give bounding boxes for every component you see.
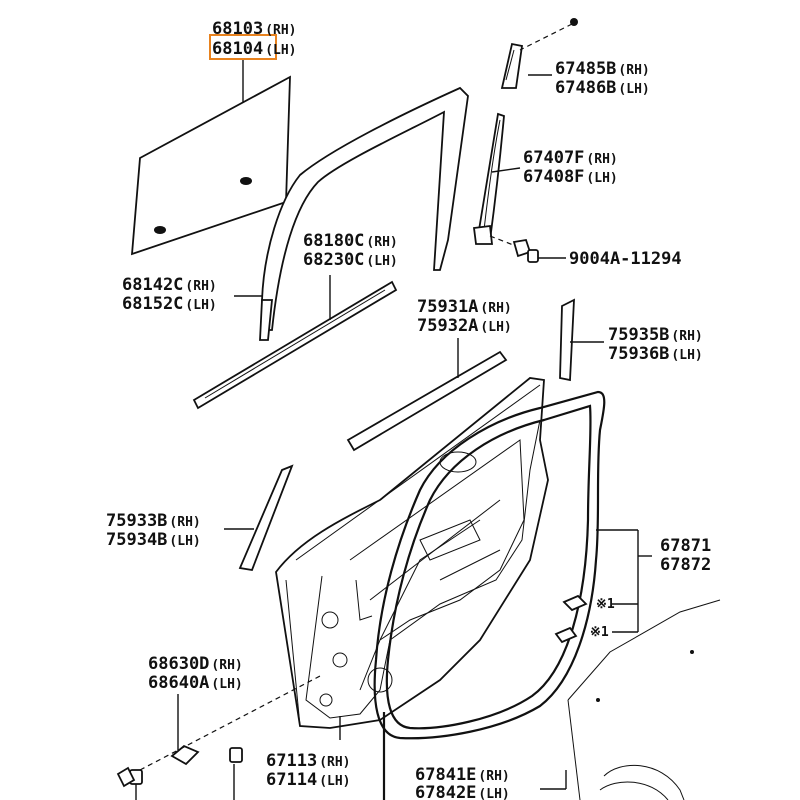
corner-cover[interactable]: [500, 42, 524, 89]
callout-belt-lh[interactable]: 75932A(LH): [417, 316, 512, 336]
callout-bolt[interactable]: 9004A-11294: [569, 249, 682, 269]
belt-weatherstrip[interactable]: [192, 280, 398, 410]
leader-hinge-dash: [139, 675, 321, 771]
leader-sash: [491, 167, 521, 173]
callout-hinge-rh[interactable]: 68630D(RH): [148, 654, 243, 674]
door-weatherstrip[interactable]: [373, 390, 606, 740]
clip-mark-2: ※1: [590, 625, 609, 640]
hinge-part[interactable]: [116, 744, 243, 788]
body-panel: [567, 599, 721, 800]
clip-upper[interactable]: [562, 594, 588, 612]
callout-belt-rh[interactable]: 75931A(RH): [417, 297, 512, 317]
callout-corner-lh[interactable]: 67486B(LH): [555, 78, 650, 98]
belt-moulding[interactable]: [346, 350, 508, 452]
callout-glass-lh[interactable]: 68104(LH): [212, 39, 297, 59]
callout-run-rh[interactable]: 68180C(RH): [303, 231, 398, 251]
callout-door-lh[interactable]: 67114(LH): [266, 770, 351, 790]
callout-hinge-lh[interactable]: 68640A(LH): [148, 673, 243, 693]
front-garnish[interactable]: [238, 464, 294, 572]
callout-rear-garnish-lh[interactable]: 75936B(LH): [608, 344, 703, 364]
callout-weatherstrip-1[interactable]: 67871: [660, 536, 711, 556]
callout-glassrun-rh[interactable]: 68142C(RH): [122, 275, 217, 295]
callout-lower-ws-rh[interactable]: 67841E(RH): [415, 765, 510, 785]
rear-sash[interactable]: [472, 112, 505, 245]
glass-run-strip: [259, 299, 273, 341]
callout-front-garnish-rh[interactable]: 75933B(RH): [106, 511, 201, 531]
callout-corner-rh[interactable]: 67485B(RH): [555, 59, 650, 79]
window-glass[interactable]: [130, 75, 291, 256]
callout-rear-garnish-rh[interactable]: 75935B(RH): [608, 325, 703, 345]
bolt-part[interactable]: [489, 235, 539, 263]
clip-lower[interactable]: [554, 626, 578, 644]
leader-corner-dash: [519, 23, 573, 51]
callout-lower-ws-lh[interactable]: 67842E(LH): [415, 783, 510, 800]
callout-glassrun-lh[interactable]: 68152C(LH): [122, 294, 217, 314]
callout-sash-lh[interactable]: 67408F(LH): [523, 167, 618, 187]
rear-garnish[interactable]: [559, 298, 575, 382]
callout-sash-rh[interactable]: 67407F(RH): [523, 148, 618, 168]
callout-front-garnish-lh[interactable]: 75934B(LH): [106, 530, 201, 550]
door-panel[interactable]: [275, 377, 549, 729]
callout-glass-rh[interactable]: 68103(RH): [212, 19, 297, 39]
highlight-box: [209, 34, 277, 60]
callout-weatherstrip-2[interactable]: 67872: [660, 555, 711, 575]
clip-mark-1: ※1: [596, 597, 615, 612]
run-channel[interactable]: [261, 86, 469, 331]
callout-labels: 68103(RH) 68104(LH) 67485B(RH) 67486B(LH…: [106, 19, 711, 800]
callout-door-rh[interactable]: 67113(RH): [266, 751, 351, 771]
callout-run-lh[interactable]: 68230C(LH): [303, 250, 398, 270]
